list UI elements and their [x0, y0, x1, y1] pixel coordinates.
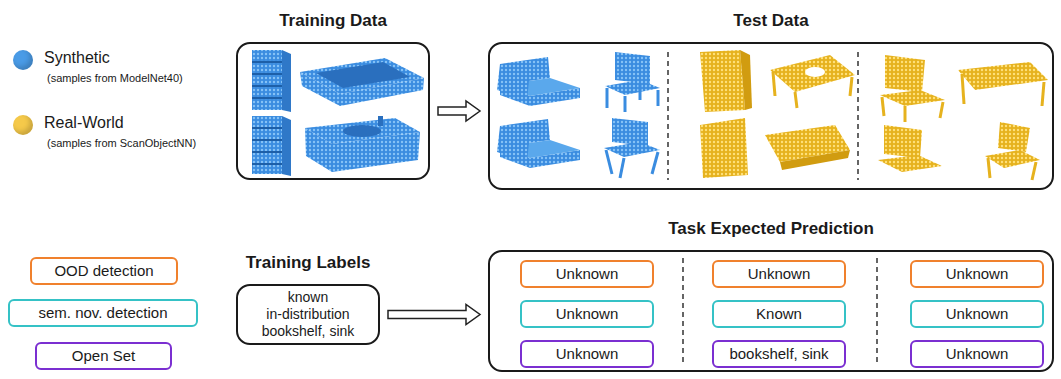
label-text: bookshelf, sink [729, 345, 828, 363]
panel-box: Training Data [236, 42, 430, 180]
panel-heading: Training Labels [198, 253, 418, 273]
label-box: Unknown [712, 260, 846, 288]
flow-arrow [438, 101, 480, 121]
label-text: Unknown [556, 345, 619, 363]
label-box: Unknown [520, 340, 654, 368]
label-box: Unknown [910, 260, 1044, 288]
panel-box: Test Data [488, 42, 1054, 190]
sofa-cloud [497, 57, 580, 168]
label-text: Open Set [72, 347, 135, 365]
chair-cloud [604, 52, 660, 178]
panel-heading: Task Expected Prediction [450, 219, 1061, 239]
bookshelf-cloud [252, 50, 291, 176]
label-box: Unknown [520, 300, 654, 328]
sink-cloud [300, 58, 424, 172]
panel-heading: Test Data [450, 11, 1061, 31]
panel-heading: Training Data [198, 11, 468, 31]
panel-box: Task Expected PredictionUnknownUnknownUn… [488, 250, 1054, 372]
legend-note: (samples from ScanObjectNN) [47, 137, 196, 150]
legend-swatch [13, 50, 33, 70]
label-text: Unknown [946, 265, 1009, 283]
label-text: in-distribution [266, 306, 349, 323]
label-text: known [288, 289, 328, 306]
label-text: Unknown [748, 265, 811, 283]
real-scan-cloud [878, 55, 1048, 180]
legend-label: Synthetic [44, 48, 110, 67]
real-scan-cloud [700, 50, 855, 178]
label-box: Known [712, 300, 846, 328]
label-text: OOD detection [54, 262, 153, 280]
label-text: sem. nov. detection [39, 304, 168, 322]
label-box: OOD detection [30, 257, 178, 285]
label-text: bookshelf, sink [262, 323, 355, 340]
label-text: Unknown [556, 265, 619, 283]
label-text: Known [756, 305, 802, 323]
legend-swatch [13, 115, 33, 135]
panel-box: Training Labelsknownin-distributionbooks… [236, 284, 380, 345]
label-box: Open Set [35, 342, 172, 370]
legend-label: Real-World [44, 113, 124, 132]
label-text: Unknown [946, 305, 1009, 323]
label-box: bookshelf, sink [712, 340, 846, 368]
label-box: sem. nov. detection [8, 299, 198, 327]
label-box: Unknown [520, 260, 654, 288]
flow-arrow [388, 305, 480, 325]
label-box: Unknown [910, 300, 1044, 328]
label-text: Unknown [946, 345, 1009, 363]
label-text: Unknown [556, 305, 619, 323]
label-box: Unknown [910, 340, 1044, 368]
legend-note: (samples from ModelNet40) [47, 72, 183, 85]
